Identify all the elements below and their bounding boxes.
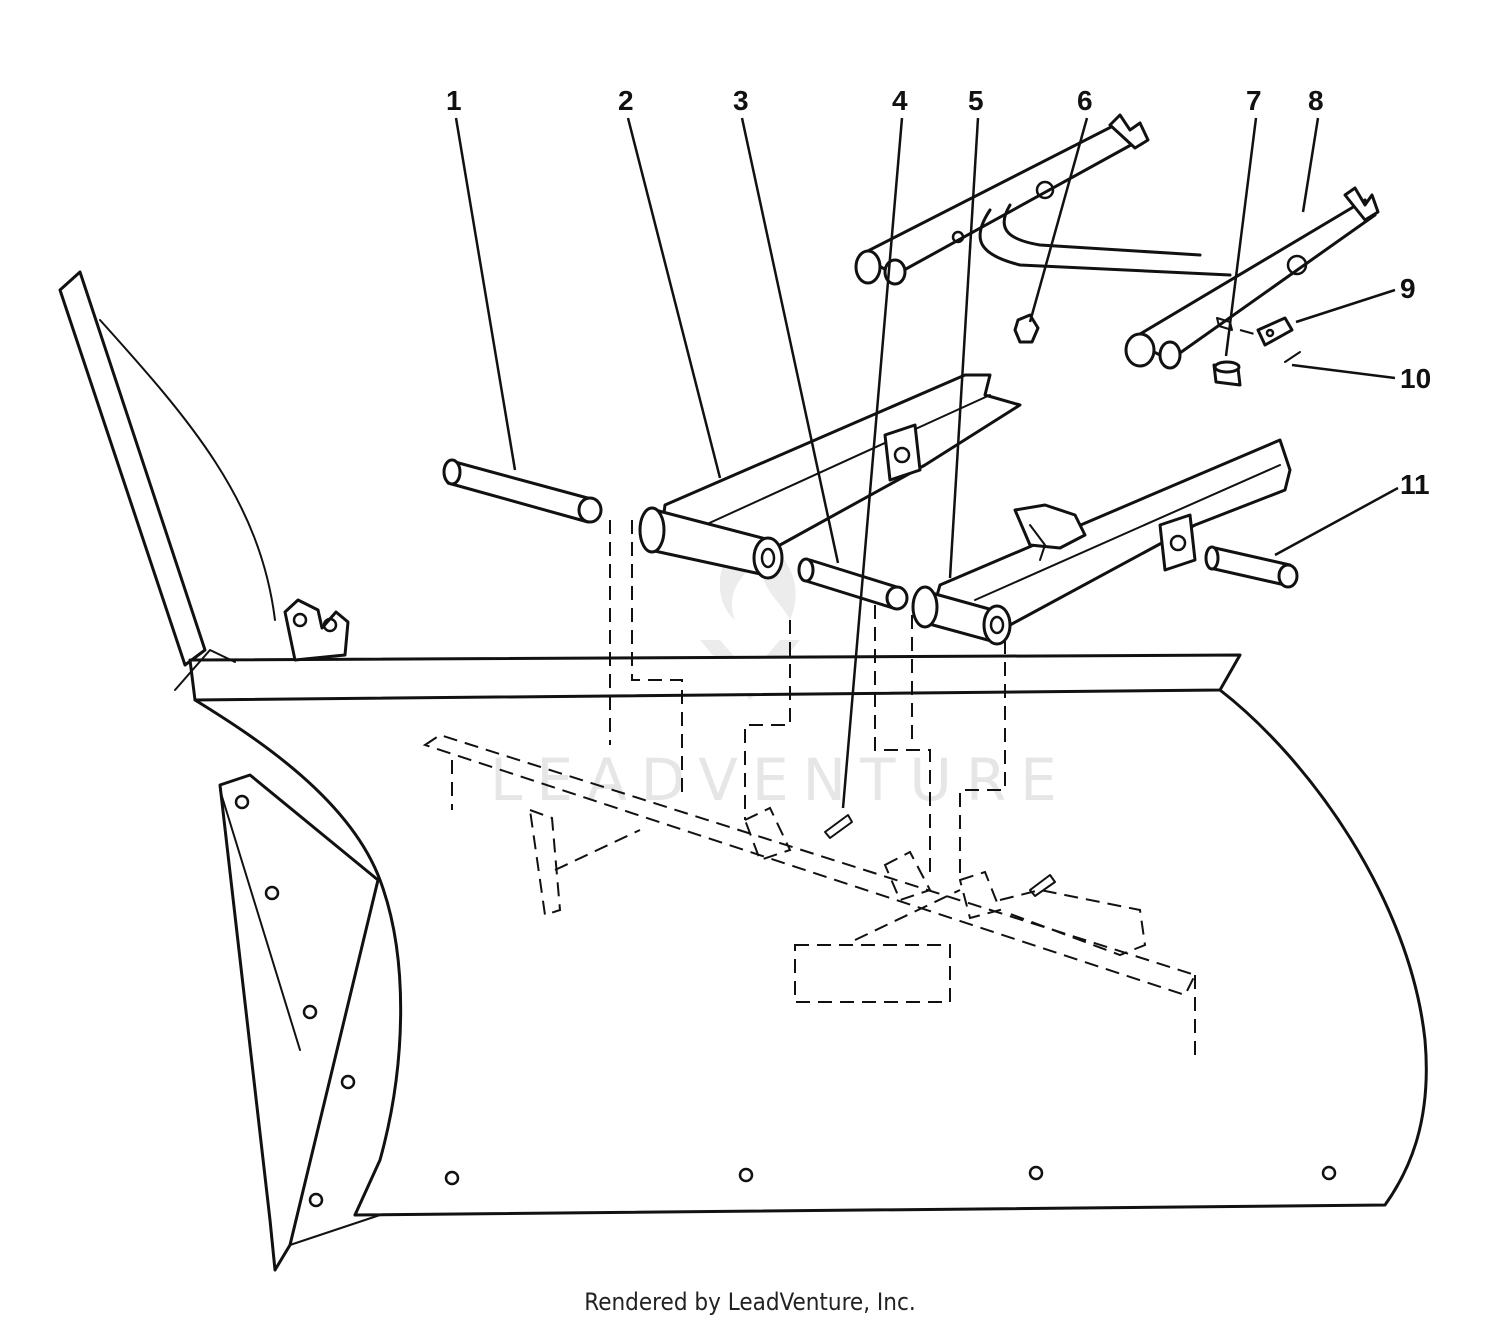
watermark-text: LEADVENTURE: [490, 746, 1071, 814]
part-3-pin: [797, 557, 909, 611]
callout-10: 10: [1400, 363, 1431, 394]
callout-2: 2: [618, 85, 634, 116]
part-7-bushing: [1212, 317, 1242, 387]
callout-7: 7: [1246, 85, 1262, 116]
leader-lines: [454, 117, 1399, 809]
part-2-frame-arm: [638, 373, 1022, 580]
cotter-pin-4: [824, 814, 853, 839]
part-5-frame-arm: [911, 438, 1292, 646]
cotter-pin-rear: [1029, 874, 1056, 897]
hidden-mounting-frame: [422, 520, 1197, 1060]
callout-1: 1: [446, 85, 462, 116]
callout-9: 9: [1400, 273, 1416, 304]
part-1-pin: [442, 458, 603, 524]
callout-4: 4: [892, 85, 908, 116]
part-8-mount-frame: [854, 113, 1380, 370]
part-10-pin: [1284, 351, 1301, 363]
callout-11: 11: [1400, 469, 1430, 500]
part-6-nut: [1013, 313, 1040, 344]
footer-credit: Rendered by LeadVenture, Inc.: [584, 1288, 916, 1316]
callout-3: 3: [733, 85, 749, 116]
part-9-plate: [1239, 316, 1294, 347]
callout-8: 8: [1308, 85, 1324, 116]
callout-6: 6: [1077, 85, 1093, 116]
plow-blade: [58, 270, 1428, 1272]
callout-5: 5: [968, 85, 984, 116]
callout-labels: 1 2 3 4 5 6 7 8 9 10 11: [446, 85, 1431, 500]
watermark: LEADVENTURE: [490, 530, 1071, 814]
part-11-pin: [1204, 545, 1299, 589]
